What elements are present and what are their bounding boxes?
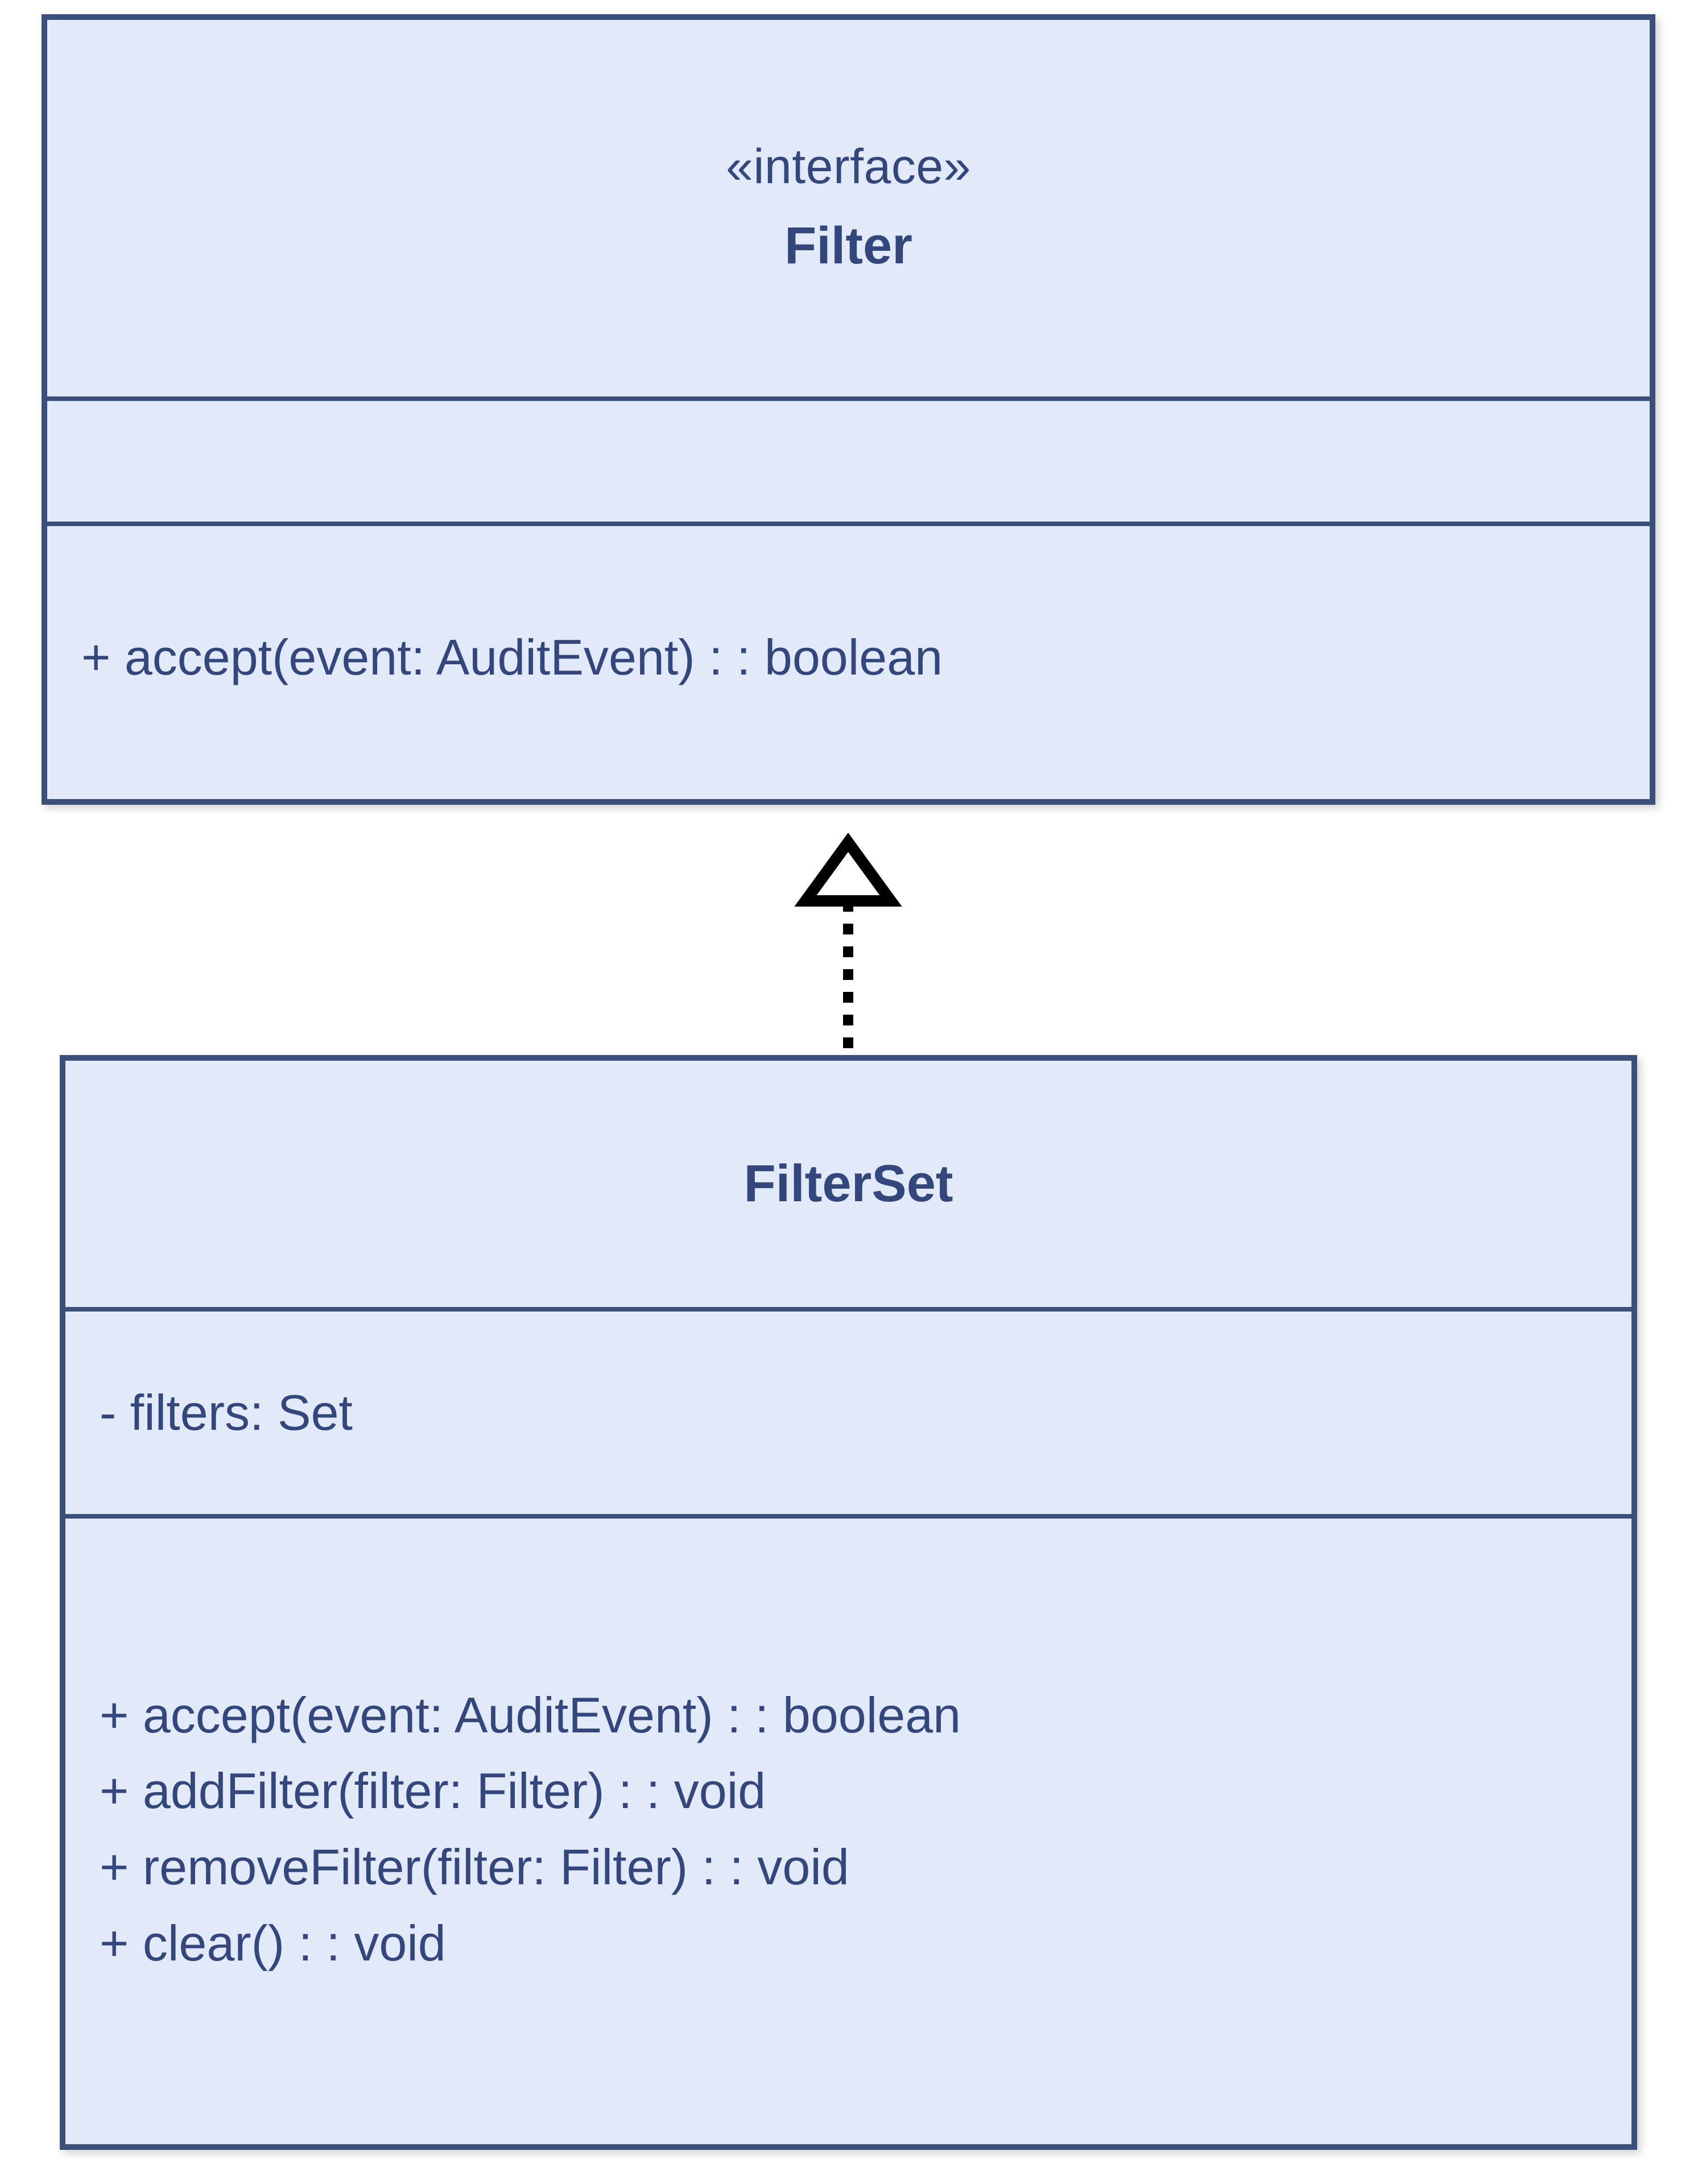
class-methods-filterset: + accept(event: AuditEvent) : : boolean … xyxy=(65,1514,1631,2140)
class-method: + addFilter(filter: Filter) : : void xyxy=(100,1763,766,1819)
class-header-filter: «interface» Filter xyxy=(47,20,1650,396)
class-name-filter: Filter xyxy=(784,217,912,275)
class-attributes-filterset: - filters: Set xyxy=(65,1307,1631,1514)
class-method: + clear() : : void xyxy=(100,1914,446,1971)
class-name-filterset: FilterSet xyxy=(743,1155,953,1213)
class-attribute: - filters: Set xyxy=(100,1384,353,1441)
uml-class-filter[interactable]: «interface» Filter + accept(event: Audit… xyxy=(42,14,1655,805)
realization-arrow-filterset-to-filter xyxy=(794,833,902,1058)
class-methods-filter: + accept(event: AuditEvent) : : boolean xyxy=(47,522,1650,789)
class-method: + accept(event: AuditEvent) : : boolean xyxy=(100,1686,961,1743)
class-method: + removeFilter(filter: Filter) : : void xyxy=(100,1839,849,1895)
class-header-filterset: FilterSet xyxy=(65,1061,1631,1307)
class-stereotype: «interface» xyxy=(725,139,971,195)
class-attributes-filter xyxy=(47,396,1650,522)
hollow-triangle-arrowhead-icon xyxy=(794,833,902,907)
class-method: + accept(event: AuditEvent) : : boolean xyxy=(81,629,943,686)
uml-class-filterset[interactable]: FilterSet - filters: Set + accept(event:… xyxy=(60,1055,1637,2150)
